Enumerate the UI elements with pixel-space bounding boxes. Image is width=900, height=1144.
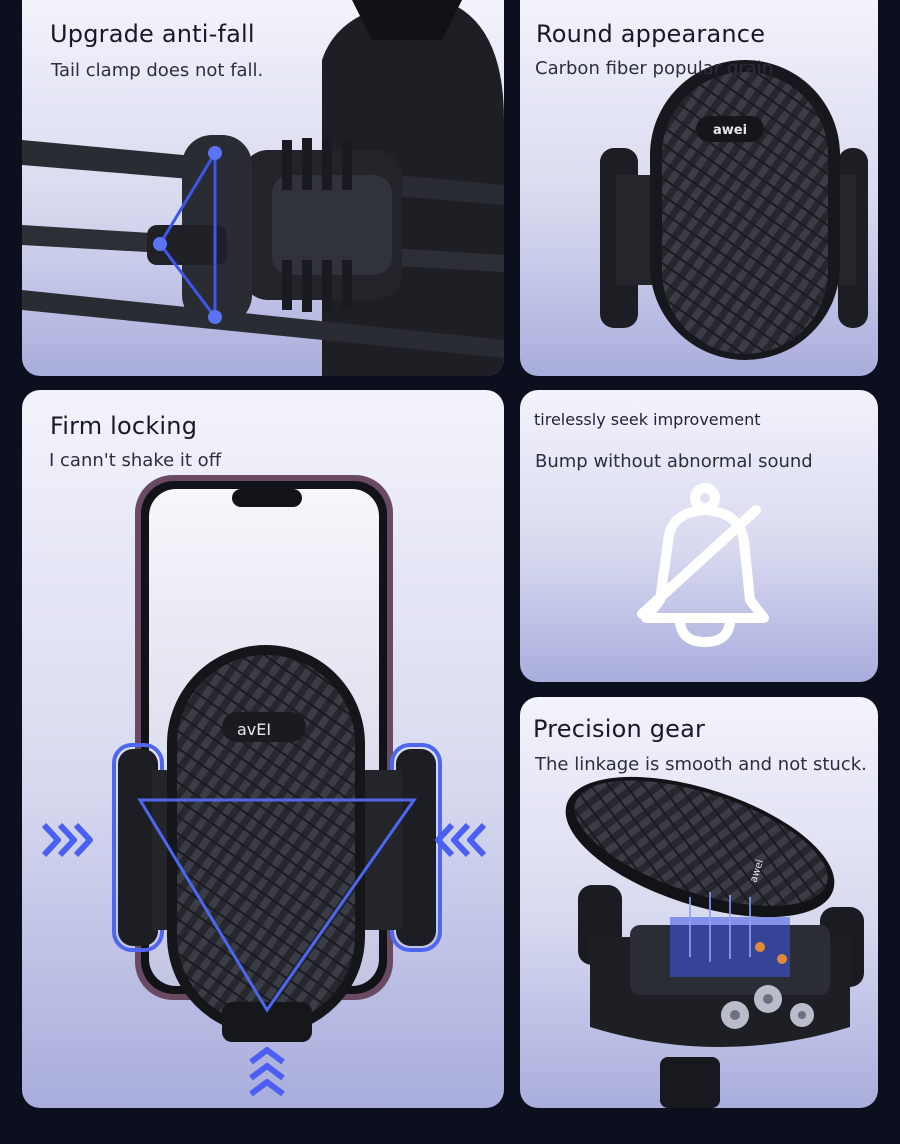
chevrons-right-icon [41,822,93,858]
panel-subtitle: The linkage is smooth and not stuck. [535,754,867,775]
gear-mechanism-illustration: awei [565,776,864,1108]
bell-slash-icon [637,483,769,647]
panel-subtitle: Tail clamp does not fall. [51,60,264,81]
vent-clamp-illustration [22,0,504,376]
panel-tireless: tirelessly seek improvement Bump without… [520,390,878,682]
panel-anti-fall: Upgrade anti-fall Tail clamp does not fa… [22,0,504,376]
panel-round-appearance: Round appearance Carbon fiber popular gr… [520,0,878,376]
panel-title: Firm locking [50,412,198,440]
panel-title: tirelessly seek improvement [534,410,761,429]
panel-subtitle: Carbon fiber popular grain [535,58,774,79]
phone-holder-illustration: avEI [41,475,487,1097]
brand-logo: awei [713,123,747,138]
chevrons-up-icon [249,1047,285,1097]
panel-subtitle: Bump without abnormal sound [535,451,813,472]
carbon-holder-illustration: awei [600,60,868,360]
chevrons-left-icon [435,822,487,858]
panel-firm-locking: Firm locking I cann't shake it off avEI [22,390,504,1108]
panel-precision-gear: Precision gear The linkage is smooth and… [520,697,878,1108]
panel-title: Round appearance [536,20,766,48]
panel-title: Precision gear [533,715,706,743]
brand-logo: avEI [237,720,271,739]
panel-subtitle: I cann't shake it off [49,450,222,471]
panel-title: Upgrade anti-fall [50,20,255,48]
